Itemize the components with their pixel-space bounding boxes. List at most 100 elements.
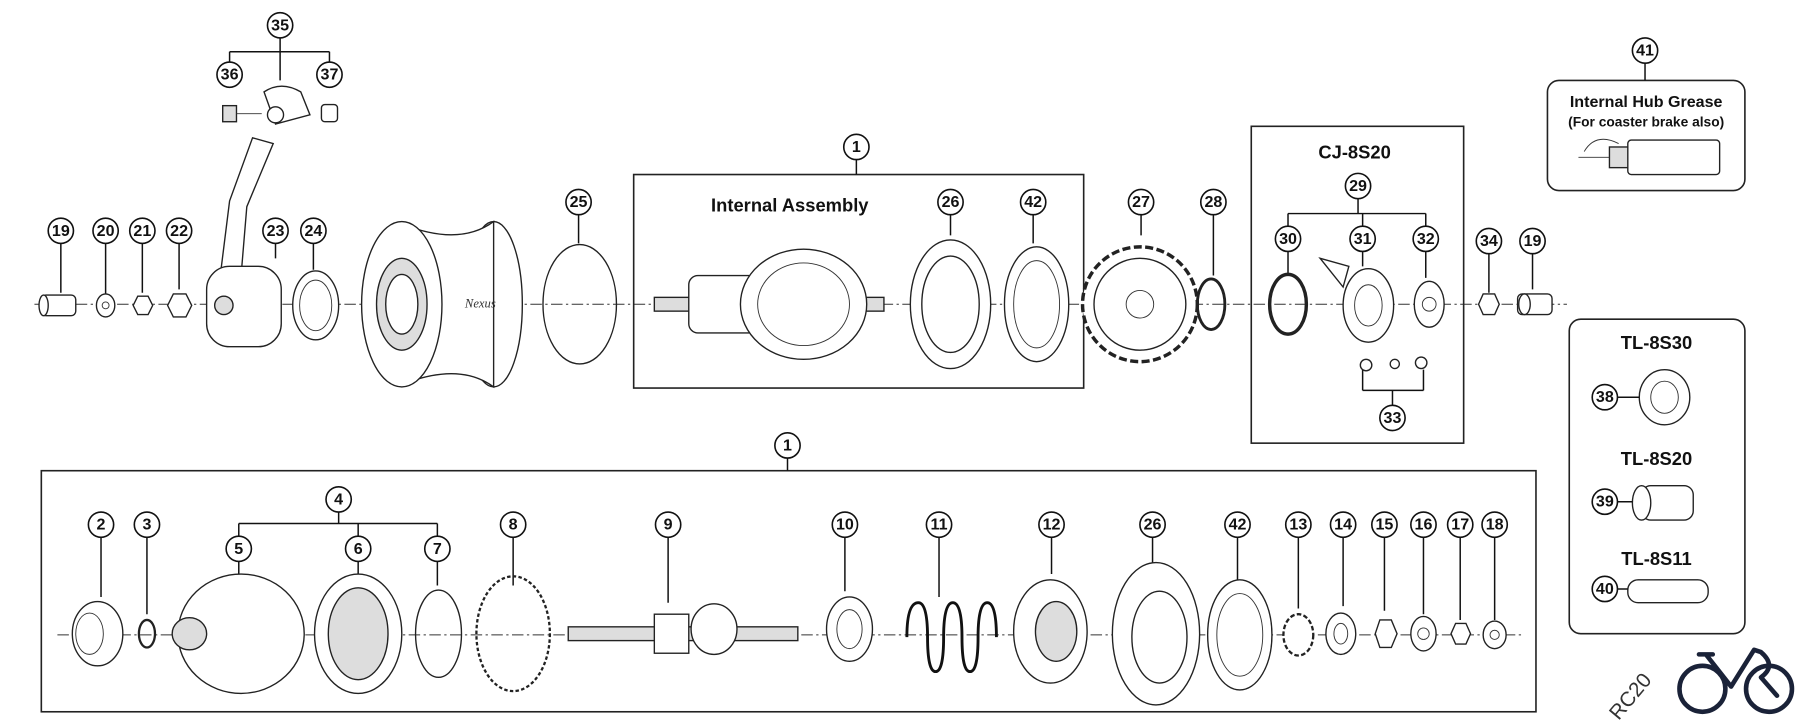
svg-text:36: 36 [221,66,239,84]
svg-text:22: 22 [170,222,188,240]
callout-21: 21 [128,217,156,245]
lock-nut [166,293,193,318]
callout-42-top: 42 [1019,188,1047,216]
grease-bottle-icon [1578,138,1721,176]
part-13 [1282,613,1315,657]
seal-42-bottom [1206,579,1273,691]
callout-8: 8 [499,511,527,539]
tool-tl-8s30 [1638,368,1691,426]
leader-lines-bottom [100,537,1496,620]
svg-text:33: 33 [1384,409,1402,427]
svg-text:42: 42 [1229,516,1247,534]
tool-tl-8s11 [1627,579,1709,604]
svg-text:8: 8 [509,516,518,534]
callout-32: 32 [1412,225,1440,253]
svg-text:14: 14 [1334,516,1352,534]
cassette-joint-pulley-31 [1318,257,1395,343]
svg-text:4: 4 [334,490,343,508]
grease-title: Internal Hub Grease [1570,93,1723,111]
svg-text:31: 31 [1354,230,1372,248]
bracket-35 [228,37,331,81]
hub-nut-left [38,294,77,317]
svg-text:42: 42 [1024,193,1042,211]
screw-set-33 [1359,356,1428,372]
grease-note: (For coaster brake also) [1568,114,1724,129]
bike-logo-icon [1677,647,1795,715]
svg-text:28: 28 [1204,193,1222,211]
callout-23: 23 [262,217,289,245]
svg-text:30: 30 [1279,230,1297,248]
callout-34: 34 [1475,227,1503,255]
callout-1-top: 1 [842,133,870,161]
svg-text:10: 10 [836,516,854,534]
svg-text:40: 40 [1596,580,1614,598]
callout-11: 11 [925,511,953,539]
callout-22: 22 [165,217,193,245]
svg-text:17: 17 [1451,516,1469,534]
callout-18: 18 [1481,511,1509,539]
internal-assembly-title: Internal Assembly [711,194,869,215]
svg-text:3: 3 [142,516,151,534]
svg-text:19: 19 [52,222,70,240]
callout-25: 25 [565,188,593,216]
lock-nut-34 [1477,293,1500,316]
bearing-ring-24 [292,270,340,341]
svg-text:29: 29 [1349,177,1367,195]
callout-42-bottom: 42 [1224,511,1251,539]
callout-14: 14 [1329,511,1357,539]
ring-gear-6 [313,573,403,695]
callout-6: 6 [344,535,372,563]
svg-text:23: 23 [267,222,285,240]
callout-19-left: 19 [47,217,75,245]
hub-brand-logo: Nexus [464,297,496,311]
callout-16: 16 [1410,511,1437,539]
svg-text:13: 13 [1289,516,1307,534]
axle-9 [567,603,799,656]
callout-24: 24 [299,217,327,245]
seal-42-top [1003,246,1070,363]
snap-ring-25 [542,243,618,365]
svg-text:26: 26 [942,193,960,211]
callout-38: 38 [1591,383,1619,411]
cassette-joint [205,85,311,348]
callout-12: 12 [1038,511,1065,539]
part-3 [137,618,157,649]
hub-nut-right [1516,293,1553,316]
svg-text:12: 12 [1043,516,1061,534]
tool-title-2: TL-8S20 [1621,448,1692,469]
sprocket-kit-title: CJ-8S20 [1318,141,1390,162]
svg-text:11: 11 [931,516,948,534]
tools-box [1568,318,1746,635]
internal-assembly-detail-box [40,469,1537,713]
bracket-32 [1413,280,1445,328]
svg-text:24: 24 [304,222,322,240]
svg-text:1: 1 [783,436,792,454]
callout-41: 41 [1631,37,1659,64]
callout-33: 33 [1379,404,1406,432]
callout-2: 2 [87,511,115,539]
internal-assembly-part [653,248,885,361]
callout-17: 17 [1446,511,1474,539]
internal-assembly-box [632,173,1085,389]
svg-text:34: 34 [1480,232,1498,250]
tool-title-3: TL-8S11 [1621,548,1691,569]
callout-3: 3 [133,511,161,539]
svg-text:39: 39 [1596,493,1614,511]
callout-39: 39 [1591,488,1619,516]
callout-31: 31 [1349,225,1377,253]
svg-text:27: 27 [1132,193,1150,211]
callout-10: 10 [831,511,859,539]
cone-nut [132,295,154,316]
part-10 [825,596,874,662]
svg-text:20: 20 [97,222,115,240]
svg-text:18: 18 [1486,516,1504,534]
bolt-36 [222,104,262,123]
callout-26-top: 26 [937,188,964,216]
callout-15: 15 [1371,511,1398,539]
part-2 [71,600,124,667]
svg-text:38: 38 [1596,388,1614,406]
callout-29: 29 [1344,172,1372,200]
callout-7: 7 [423,535,451,563]
bracket-33 [1361,369,1425,406]
